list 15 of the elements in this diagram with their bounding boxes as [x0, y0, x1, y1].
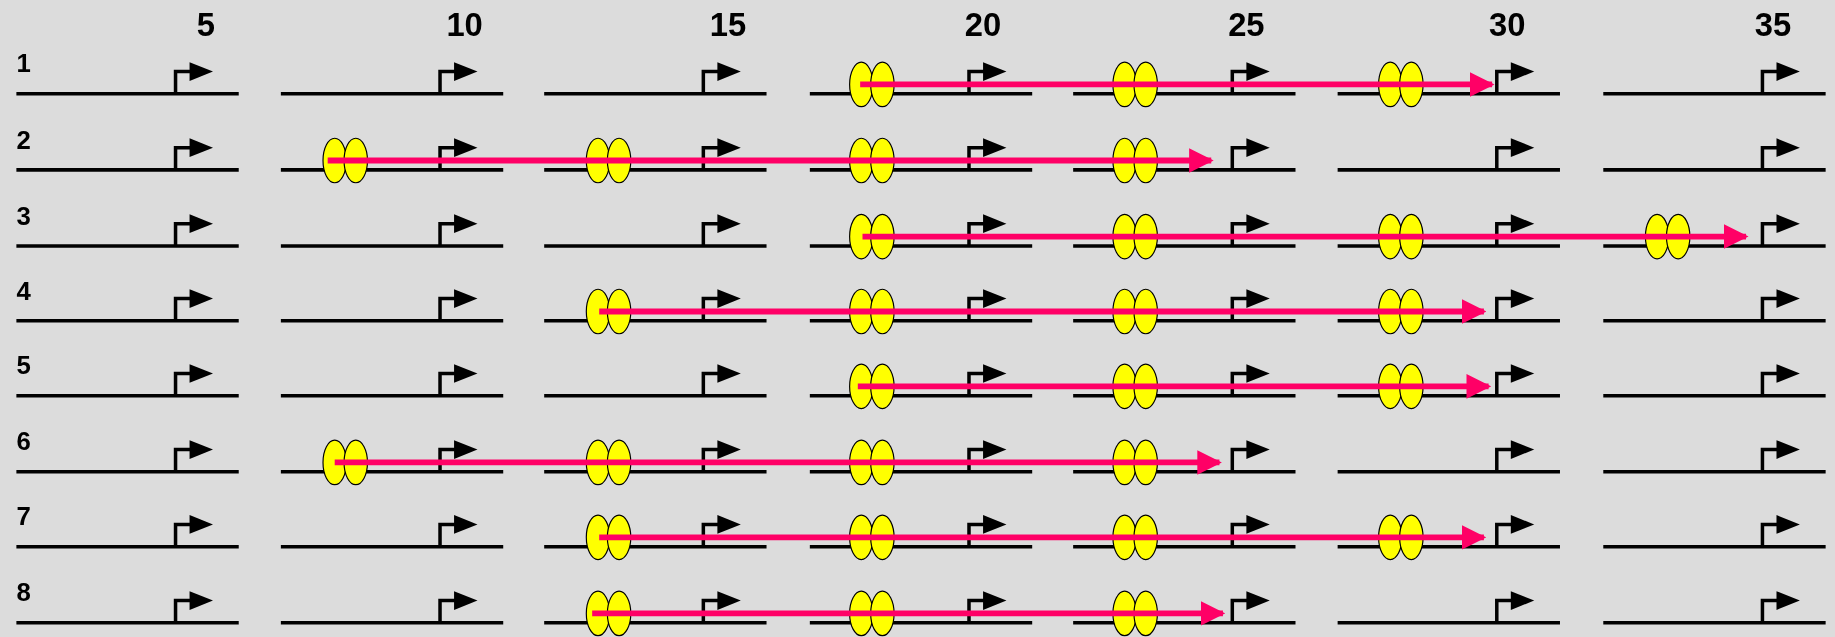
row-number: 4 — [16, 278, 31, 305]
row-number: 5 — [16, 353, 31, 380]
column-number: 25 — [1228, 9, 1265, 43]
row-number: 2 — [16, 127, 31, 154]
row-number: 7 — [16, 504, 31, 531]
column-number: 35 — [1754, 9, 1792, 43]
column-number: 5 — [196, 9, 216, 43]
row-number: 3 — [16, 203, 31, 230]
column-number: 30 — [1489, 9, 1526, 43]
column-number: 10 — [446, 9, 483, 43]
column-number: 20 — [964, 9, 1002, 43]
column-number: 15 — [709, 9, 747, 43]
row-number: 8 — [16, 580, 31, 607]
row-number: 6 — [16, 429, 31, 456]
row-number: 1 — [16, 51, 31, 78]
